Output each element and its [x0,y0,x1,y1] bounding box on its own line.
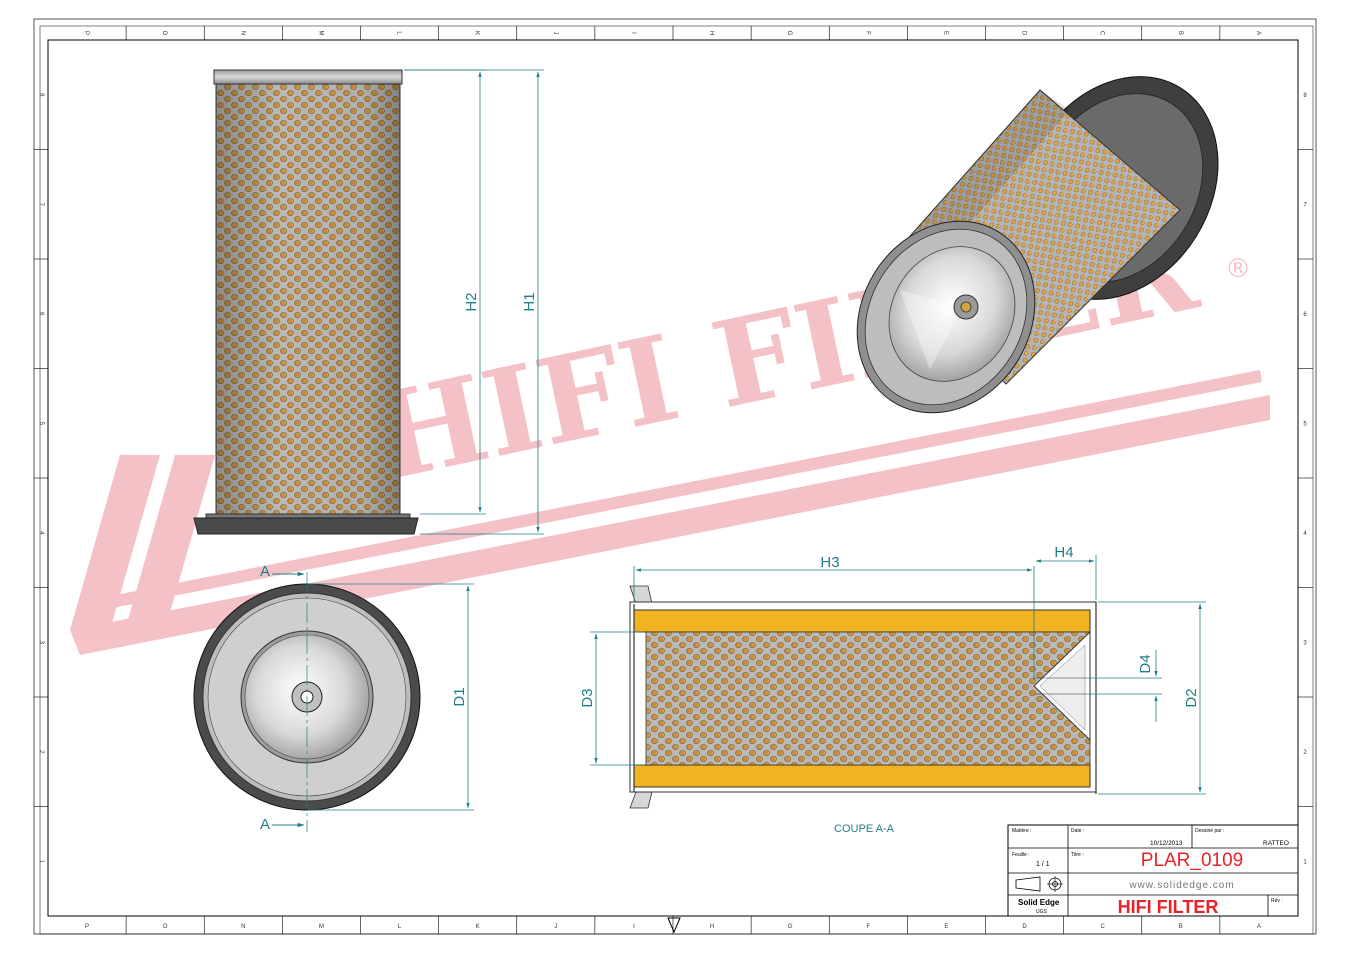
section-a-top-label: A [260,563,270,580]
website-text: www.solidedge.com [1128,880,1234,891]
dim-label-h1: H1 [521,292,538,311]
zone-label-right: 5 [1303,421,1307,427]
dimension-d4: D4 [1090,650,1162,722]
software-name: Solid Edge [1018,898,1060,907]
dim-label-d2: D2 [1183,688,1200,707]
dim-label-d1: D1 [451,687,468,706]
zone-label-bottom: K [476,924,480,930]
zone-label-top: H [708,31,714,35]
zone-label-top: E [942,31,948,35]
centering-mark-icon [667,917,681,934]
zone-label-left: 1 [38,860,44,864]
matiere-label: Matière : [1012,828,1031,834]
feuille-value: 1 / 1 [1036,861,1050,868]
drawing-title: PLAR_0109 [1141,850,1243,871]
zone-labels-left: 8 7 6 5 4 3 2 1 [34,93,48,864]
dim-label-d3: D3 [579,688,596,707]
zone-label-top: L [396,31,402,35]
section-marker-a: A A [260,563,305,833]
zone-label-bottom: N [241,924,245,930]
section-a-bottom-label: A [260,816,270,833]
zone-label-bottom: H [710,924,714,930]
zone-label-left: 7 [38,203,44,207]
zone-label-right: 2 [1303,750,1307,756]
zone-label-top: C [1099,31,1105,36]
zone-label-bottom: B [1179,924,1183,930]
zone-label-top: K [474,31,480,35]
dimension-h4: H4 [1035,544,1097,600]
zone-label-bottom: F [866,924,870,930]
section-caption: COUPE A-A [834,823,895,835]
dessine-value: RATTEO [1263,840,1289,847]
zone-label-bottom: I [633,924,635,930]
zone-label-top: D [1021,31,1027,36]
dim-label-h3: H3 [820,554,839,571]
registered-mark: ® [1225,254,1251,284]
zone-label-top: G [786,31,792,36]
dimension-d2: D2 [1098,601,1206,795]
dessine-label: Dessiné par : [1195,828,1224,834]
zone-label-top: P [83,31,89,35]
dimension-d3: D3 [579,631,644,766]
zone-label-right: 7 [1303,202,1307,208]
zone-label-left: 8 [38,93,44,97]
title-block: Matière : Date : 10/12/2013 Dessiné par … [1007,824,1299,917]
filter-section-view [629,585,1097,809]
date-value: 10/12/2013 [1150,840,1183,847]
zone-label-top: F [864,31,870,35]
titre-label: Titre : [1071,852,1084,858]
projection-symbol-icon [1015,876,1063,892]
filter-isometric-view [856,76,1219,414]
filter-end-view [193,572,421,832]
dimension-d1: D1 [308,583,474,811]
zone-label-right: 1 [1303,859,1307,865]
zone-label-right: 8 [1303,93,1307,99]
company-name: HIFI FILTER [1118,897,1219,917]
zone-label-top: M [317,31,323,36]
zone-label-bottom: J [554,924,557,930]
zone-label-right: 6 [1303,312,1307,318]
zone-label-left: 2 [38,750,44,754]
zone-label-bottom: L [398,924,402,930]
zone-label-top: B [1177,31,1183,35]
zone-label-left: 3 [38,641,44,645]
dim-label-d4: D4 [1137,654,1154,673]
zone-label-bottom: D [1022,924,1027,930]
zone-label-bottom: C [1101,924,1106,930]
zone-label-left: 6 [38,312,44,316]
filter-front-view [193,69,419,535]
zone-label-top: I [630,32,636,34]
dimension-h3: H3 [633,554,1035,680]
zone-label-bottom: G [788,924,793,930]
zone-label-right: 3 [1303,640,1307,646]
dim-label-h4: H4 [1054,544,1073,561]
zone-label-top: A [1255,31,1261,35]
feuille-label: Feuille : [1012,852,1030,858]
zone-label-bottom: E [944,924,948,930]
zone-labels-right: 8 7 6 5 4 3 2 1 [1298,93,1313,865]
dimension-h1: H1 [404,69,544,535]
zone-label-bottom: P [85,924,89,930]
rev-label: Rév : [1271,898,1283,904]
zone-label-right: 4 [1303,531,1307,537]
zone-label-left: 4 [38,531,44,535]
zone-label-bottom: M [319,924,324,930]
dim-label-h2: H2 [463,292,480,311]
zone-label-top: N [239,31,245,35]
zone-label-left: 5 [38,422,44,426]
zone-label-bottom: O [163,924,168,930]
date-label: Date : [1071,828,1084,834]
zone-label-bottom: A [1257,924,1261,930]
zone-label-top: J [552,32,558,35]
zone-label-top: O [161,31,167,36]
software-sub: UGS [1036,909,1048,915]
